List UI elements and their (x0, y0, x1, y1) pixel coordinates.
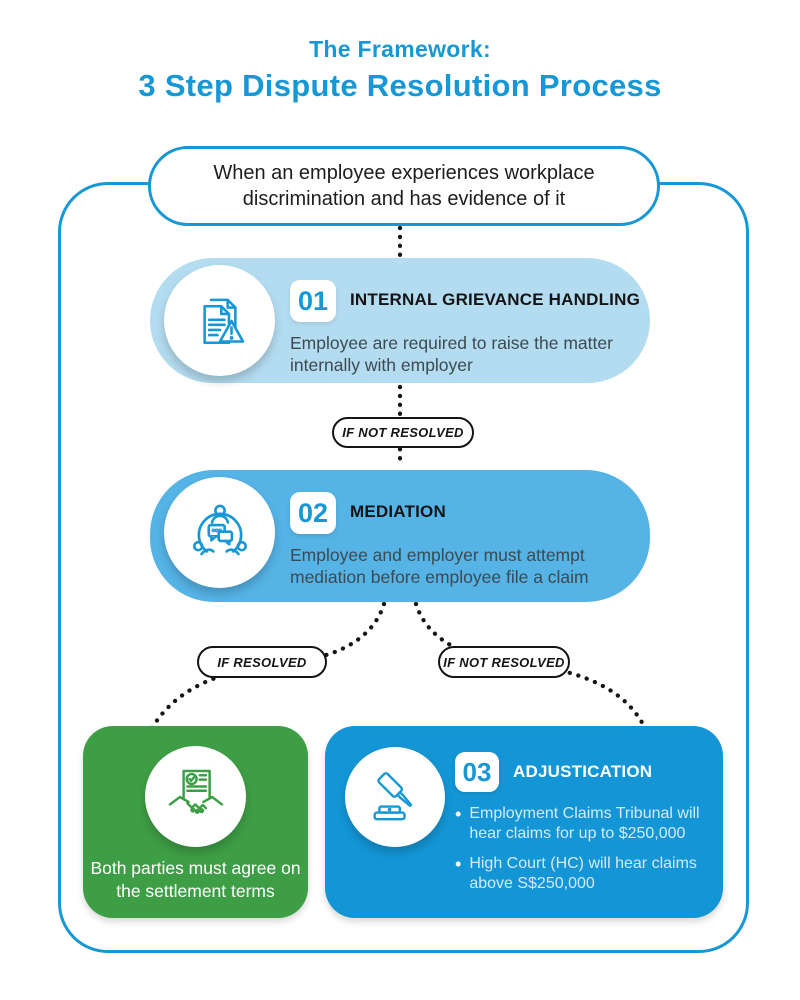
resolved-icon-circle (145, 746, 246, 847)
step3-number-badge: 03 (455, 752, 499, 792)
document-warning-icon (202, 298, 244, 344)
resolved-outcome-text: Both parties must agree on the settlemen… (90, 857, 301, 902)
step3-title: ADJUSTICATION (513, 762, 653, 781)
step1-number-badge: 01 (290, 280, 336, 322)
title-line1: The Framework: (309, 36, 491, 62)
step3-bullet-2-text: High Court (HC) will hear claims above S… (469, 854, 697, 893)
step2-title: MEDIATION (350, 502, 446, 521)
gavel-icon (373, 772, 413, 821)
step3-number: 03 (462, 756, 492, 787)
step2-description: Employee and employer must attempt media… (290, 545, 589, 588)
step1-box: 01 INTERNAL GRIEVANCE HANDLING Employee … (150, 258, 650, 383)
bullet-dot-icon: • (455, 804, 462, 824)
mediation-icon (192, 504, 247, 555)
step3-bullet-list: • Employment Claims Tribunal will hear c… (455, 804, 713, 904)
step2-number: 02 (297, 497, 329, 528)
intro-condition-text: When an employee experiences workplace d… (213, 161, 595, 210)
step1-number: 01 (297, 285, 329, 316)
step2-number-badge: 02 (290, 492, 336, 534)
if-resolved-pill: IF RESOLVED (197, 646, 327, 678)
step3-box: 03 ADJUSTICATION • Employment Claims Tri… (325, 726, 723, 918)
bullet-dot-icon: • (455, 853, 462, 874)
step2-icon-circle (164, 477, 275, 588)
step1-description: Employee are required to raise the matte… (290, 333, 613, 376)
step3-bullet-1: • Employment Claims Tribunal will hear c… (455, 804, 713, 845)
title-line2: 3 Step Dispute Resolution Process (138, 68, 662, 103)
settlement-handshake-icon (168, 769, 223, 814)
step3-bullet-1-text: Employment Claims Tribunal will hear cla… (469, 805, 700, 843)
if-not-resolved-pill-2: IF NOT RESOLVED (438, 646, 570, 678)
step3-bullet-2: • High Court (HC) will hear claims above… (455, 854, 713, 895)
step1-title: INTERNAL GRIEVANCE HANDLING (350, 290, 641, 309)
step2-box: 02 MEDIATION Employee and employer must … (150, 470, 650, 602)
intro-condition-pill: When an employee experiences workplace d… (148, 146, 660, 226)
if-not-resolved-pill-1: IF NOT RESOLVED (332, 417, 474, 448)
step1-icon-circle (164, 265, 275, 376)
resolved-outcome-box: Both parties must agree on the settlemen… (83, 726, 308, 918)
step3-icon-circle (345, 747, 445, 847)
